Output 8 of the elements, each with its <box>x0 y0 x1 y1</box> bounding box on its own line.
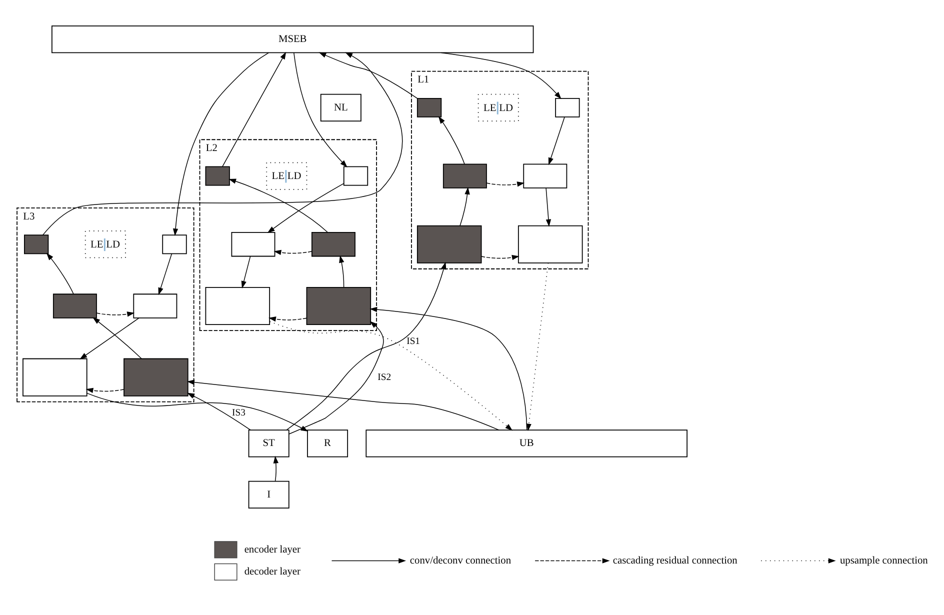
edge-label: IS2 <box>378 372 392 383</box>
legend-label: upsample connection <box>840 556 928 567</box>
legend-label: cascading residual connection <box>612 556 738 567</box>
legend-label: encoder layer <box>244 544 300 556</box>
edge-label: IS1 <box>406 336 420 348</box>
edge-label: IS3 <box>232 408 246 419</box>
legend-label: decoder layer <box>244 566 300 578</box>
legend-label: conv/deconv connection <box>410 556 512 567</box>
